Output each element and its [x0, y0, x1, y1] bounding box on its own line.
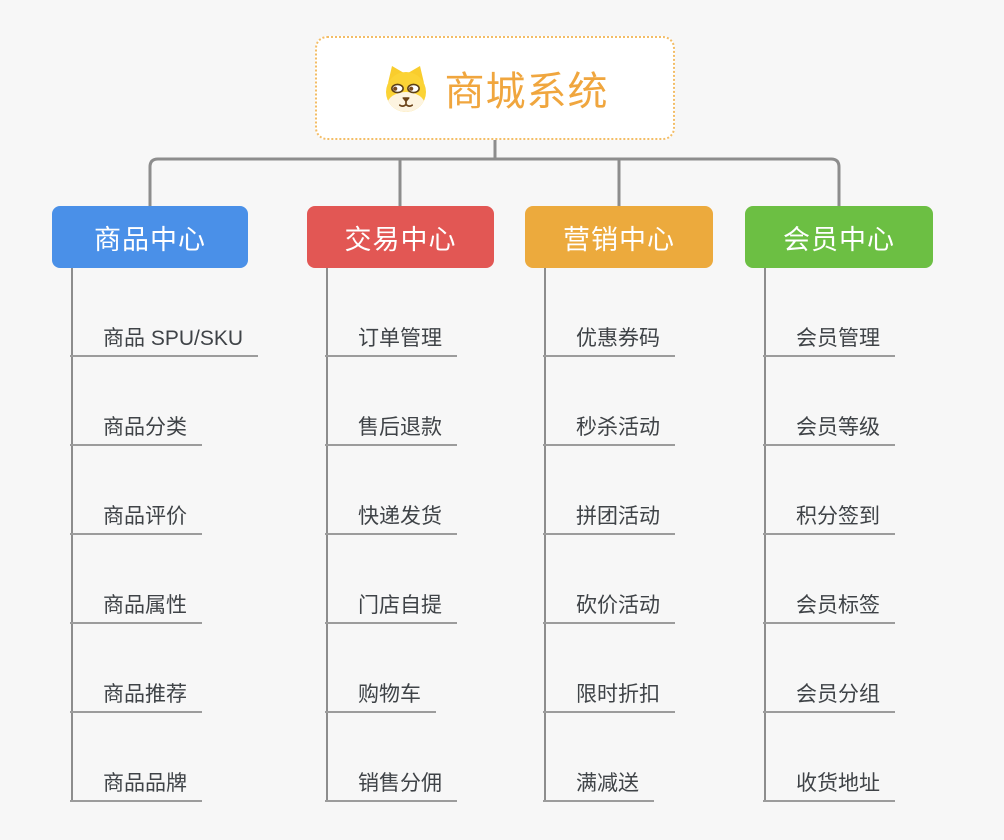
leaf-node[interactable]: 砍价活动	[543, 535, 675, 624]
branch-column-marketing-center: 营销中心 优惠券码秒杀活动拼团活动砍价活动限时折扣满减送	[525, 206, 713, 802]
leaf-label: 商品属性	[103, 593, 187, 617]
leaf-label: 会员等级	[796, 415, 880, 439]
leaf-node[interactable]: 秒杀活动	[543, 357, 675, 446]
leaf-node[interactable]: 商品分类	[70, 357, 202, 446]
leaf-label: 订单管理	[358, 326, 442, 350]
leaf-label: 拼团活动	[576, 504, 660, 528]
leaf-label: 会员分组	[796, 682, 880, 706]
leaf-label: 销售分佣	[358, 771, 442, 795]
leaf-label: 秒杀活动	[576, 415, 660, 439]
leaf-node[interactable]: 商品推荐	[70, 624, 202, 713]
branch-leaves: 商品 SPU/SKU 商品分类商品评价商品属性商品推荐商品品牌	[52, 268, 259, 802]
leaf-node[interactable]: 积分签到	[763, 446, 895, 535]
leaf-node[interactable]: 拼团活动	[543, 446, 675, 535]
leaf-node[interactable]: 售后退款	[325, 357, 457, 446]
branch-connector-line	[71, 268, 73, 802]
root-node[interactable]: 商城系统	[315, 36, 675, 140]
branch-column-product-center: 商品中心 商品 SPU/SKU 商品分类商品评价商品属性商品推荐商品品牌	[52, 206, 259, 802]
leaf-label: 商品品牌	[103, 771, 187, 795]
leaf-node[interactable]: 门店自提	[325, 535, 457, 624]
leaf-node[interactable]: 会员标签	[763, 535, 895, 624]
leaf-node[interactable]: 限时折扣	[543, 624, 675, 713]
leaf-node[interactable]: 商品品牌	[70, 713, 202, 802]
leaf-node[interactable]: 快递发货	[325, 446, 457, 535]
branch-connector-line	[326, 268, 328, 802]
leaf-label: 会员标签	[796, 593, 880, 617]
branch-label: 商品中心	[94, 224, 206, 255]
leaf-label: 购物车	[358, 682, 421, 706]
leaf-label: 积分签到	[796, 504, 880, 528]
leaf-node[interactable]: 会员等级	[763, 357, 895, 446]
branch-connector-line	[764, 268, 766, 802]
branch-header-marketing-center[interactable]: 营销中心	[525, 206, 713, 268]
leaf-node[interactable]: 购物车	[325, 624, 436, 713]
branch-leaves: 会员管理会员等级积分签到会员标签会员分组收货地址	[745, 268, 933, 802]
leaf-node[interactable]: 商品属性	[70, 535, 202, 624]
leaf-label: 砍价活动	[576, 593, 660, 617]
leaf-node[interactable]: 商品评价	[70, 446, 202, 535]
leaf-node[interactable]: 销售分佣	[325, 713, 457, 802]
leaf-label: 门店自提	[358, 593, 442, 617]
leaf-node[interactable]: 收货地址	[763, 713, 895, 802]
branch-label: 交易中心	[344, 224, 457, 255]
leaf-label: 限时折扣	[576, 682, 660, 706]
branch-header-member-center[interactable]: 会员中心	[745, 206, 933, 268]
branch-connector-line	[544, 268, 546, 802]
leaf-label: 满减送	[576, 771, 639, 795]
branch-leaves: 订单管理售后退款快递发货门店自提购物车销售分佣	[307, 268, 494, 802]
branch-column-trade-center: 交易中心 订单管理售后退款快递发货门店自提购物车销售分佣	[307, 206, 494, 802]
branch-label: 营销中心	[563, 224, 675, 255]
leaf-node[interactable]: 商品 SPU/SKU	[70, 268, 259, 357]
branch-header-trade-center[interactable]: 交易中心	[307, 206, 494, 268]
leaf-label: 售后退款	[358, 415, 442, 439]
leaf-label: 会员管理	[796, 326, 880, 350]
leaf-node[interactable]: 优惠券码	[543, 268, 675, 357]
leaf-node[interactable]: 会员分组	[763, 624, 895, 713]
leaf-label: 收货地址	[796, 771, 880, 795]
branch-column-member-center: 会员中心 会员管理会员等级积分签到会员标签会员分组收货地址	[745, 206, 933, 802]
leaf-node[interactable]: 订单管理	[325, 268, 457, 357]
branch-leaves: 优惠券码秒杀活动拼团活动砍价活动限时折扣满减送	[525, 268, 713, 802]
leaf-node[interactable]: 会员管理	[763, 268, 895, 357]
leaf-label: 快递发货	[358, 504, 442, 528]
branch-header-product-center[interactable]: 商品中心	[52, 206, 248, 268]
leaf-label: 优惠券码	[576, 326, 660, 350]
leaf-label: 商品评价	[103, 504, 187, 528]
leaf-label: 商品推荐	[103, 682, 187, 706]
leaf-node[interactable]: 满减送	[543, 713, 654, 802]
root-title: 商城系统	[444, 70, 609, 114]
leaf-label: 商品分类	[103, 415, 187, 439]
branch-label: 会员中心	[783, 224, 895, 255]
doge-icon	[385, 66, 426, 112]
leaf-label: 商品 SPU/SKU	[103, 326, 244, 350]
